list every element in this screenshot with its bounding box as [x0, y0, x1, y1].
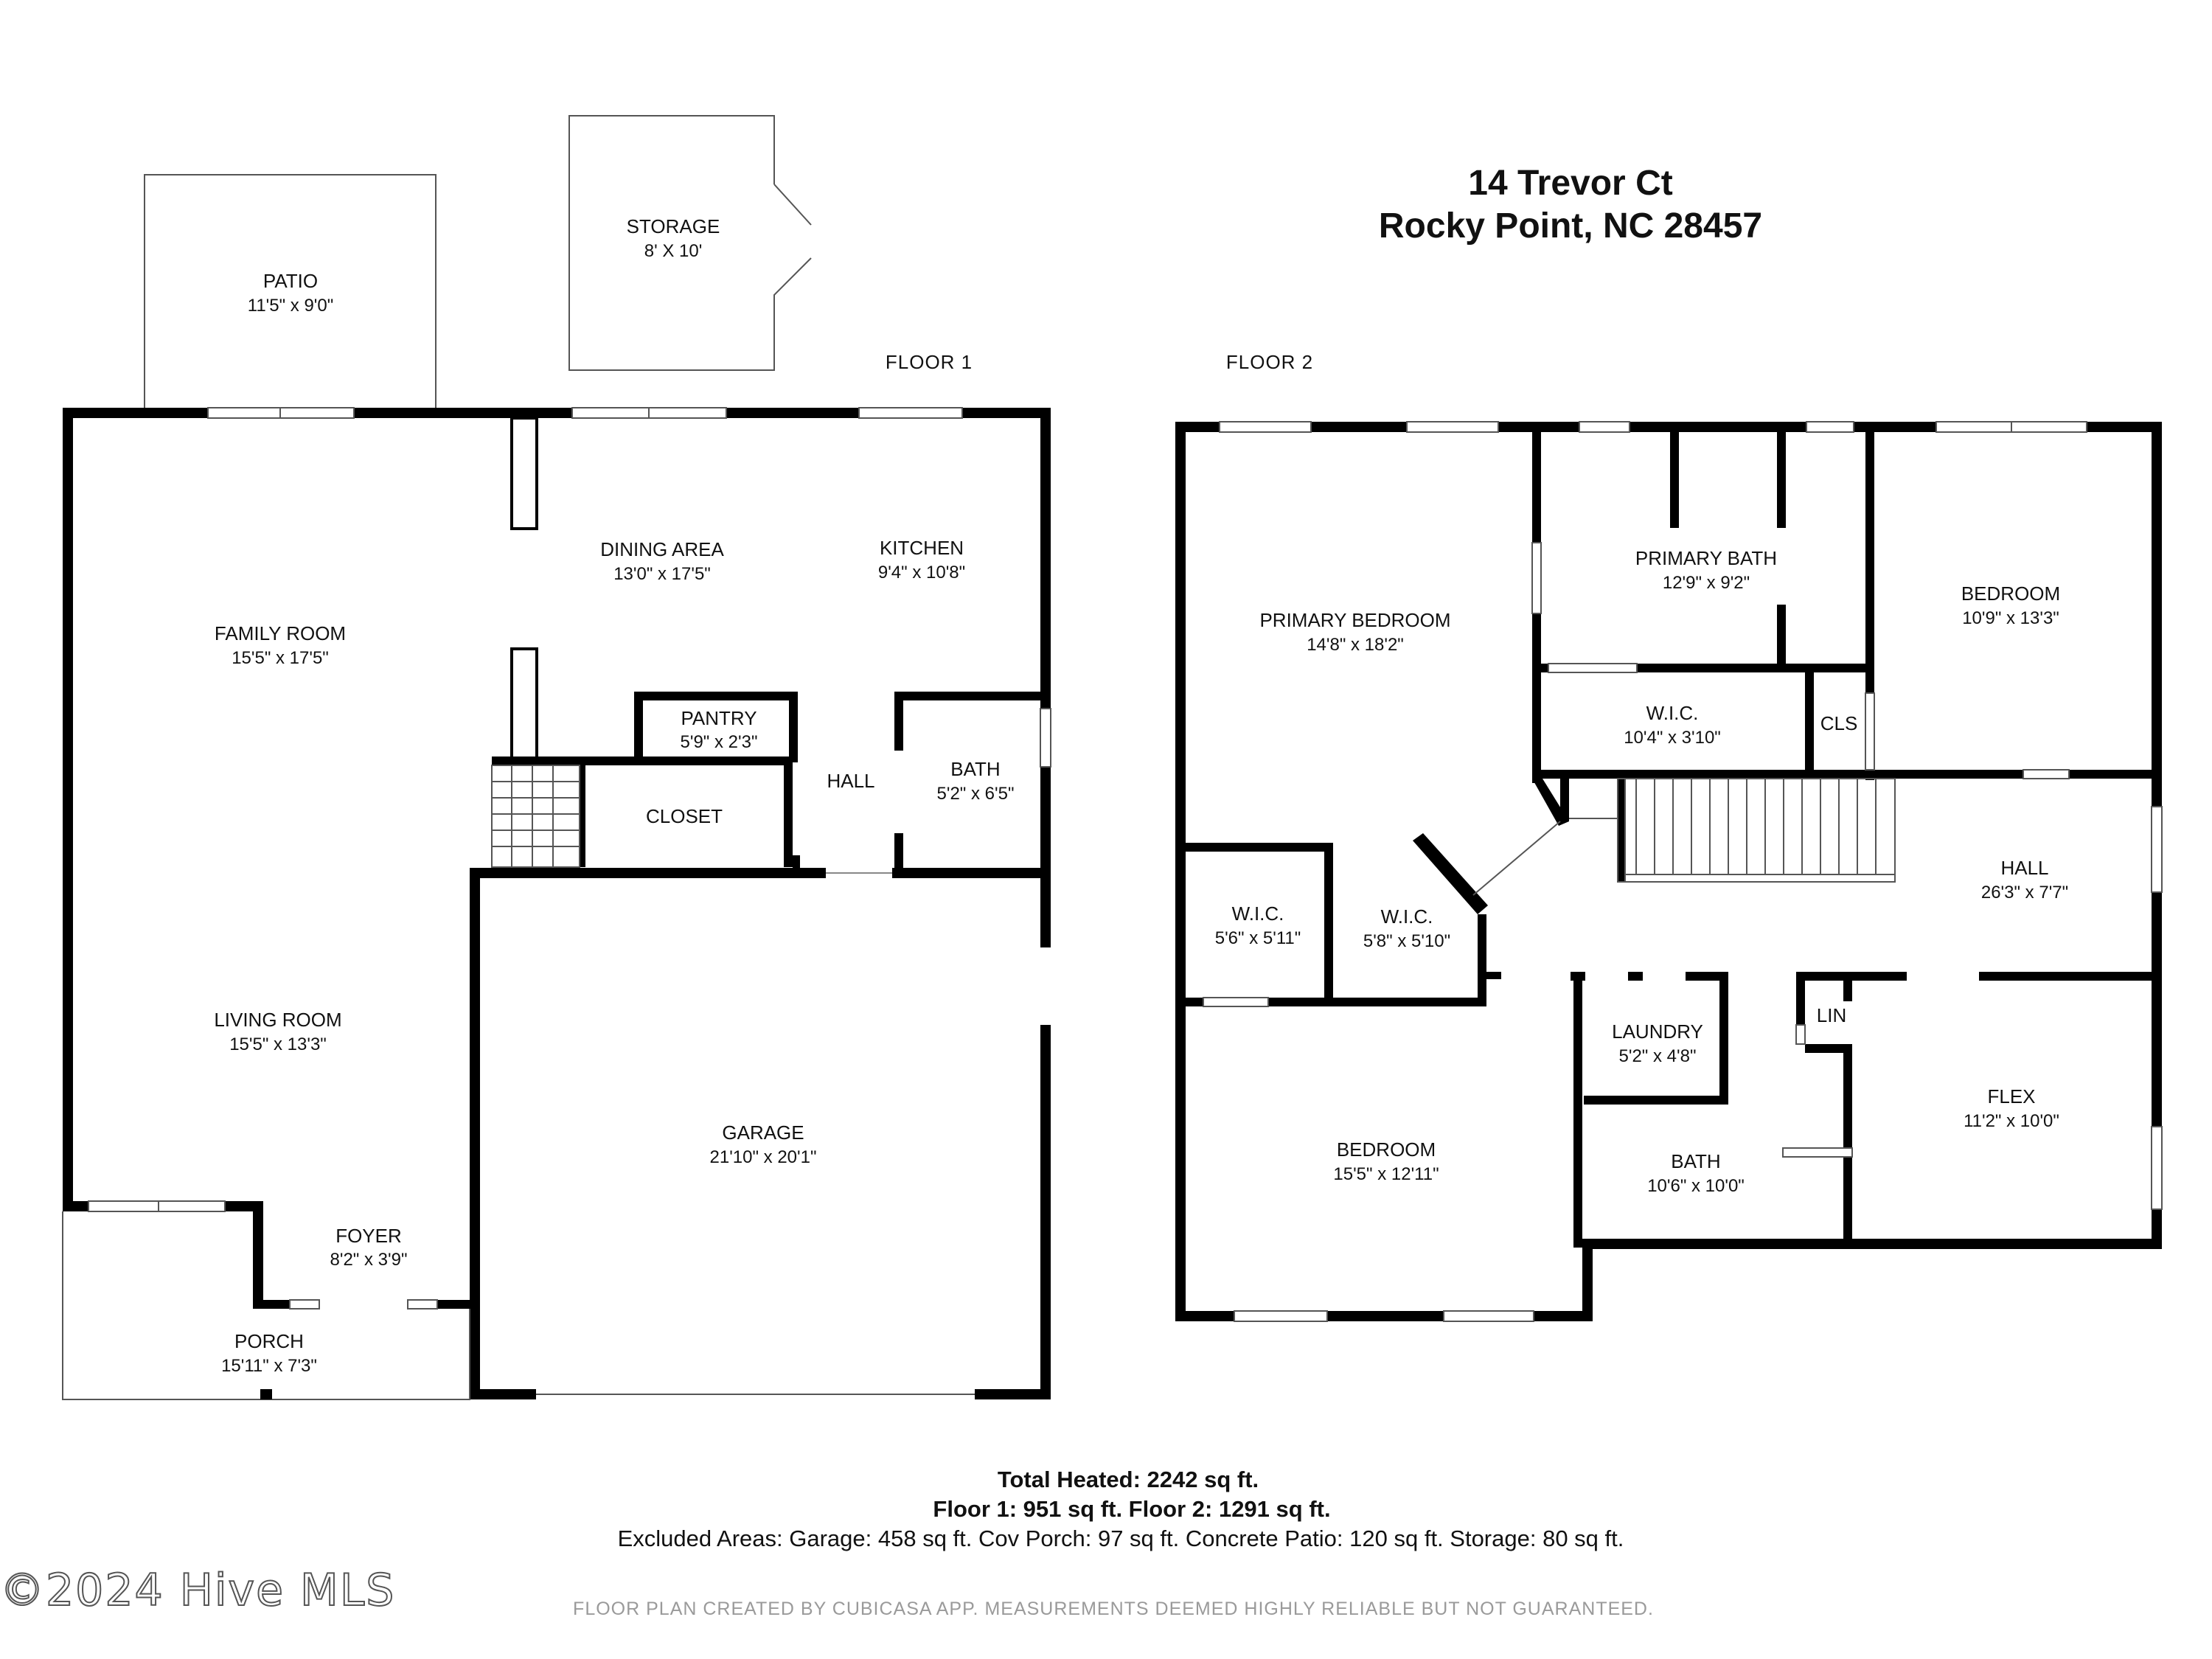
storage-outline: [568, 115, 812, 371]
wic-mid-dim: 5'8" x 5'10": [1363, 931, 1450, 951]
porch-dim: 15'11" x 7'3": [221, 1356, 317, 1376]
primary-bath-dim: 12'9" x 9'2": [1663, 573, 1750, 593]
floor-2-stairs: [1569, 778, 1896, 883]
porch-label: PORCH: [234, 1330, 304, 1352]
foyer-dim: 8'2" x 3'9": [330, 1250, 408, 1270]
family-room-label: FAMILY ROOM: [215, 622, 346, 644]
kitchen-label: KITCHEN: [880, 537, 964, 559]
family-room-dim: 15'5" x 17'5": [232, 648, 329, 668]
hall-dim-floor2: 26'3" x 7'7": [1981, 883, 2068, 902]
wic-top-dim: 10'4" x 3'10": [1624, 728, 1721, 748]
floor-1-walls: [63, 408, 1051, 1399]
bath-dim-floor1: 5'2" x 6'5": [937, 784, 1015, 804]
wic-left-dim: 5'6" x 5'11": [1215, 928, 1301, 948]
bath-label-floor1: BATH: [950, 758, 1000, 780]
kitchen-dim: 9'4" x 10'8": [878, 563, 965, 582]
floor-1-windows: [88, 407, 1051, 1310]
living-room-dim: 15'5" x 13'3": [229, 1034, 327, 1054]
floor-areas: Floor 1: 951 sq ft. Floor 2: 1291 sq ft.: [933, 1496, 1331, 1522]
dining-label: DINING AREA: [600, 538, 724, 560]
garage-label: GARAGE: [722, 1121, 804, 1144]
primary-bedroom-dim: 14'8" x 18'2": [1307, 635, 1404, 655]
living-room-label: LIVING ROOM: [214, 1009, 341, 1031]
garage-dim: 21'10" x 20'1": [710, 1147, 817, 1167]
diagonal-wall-stair: [1532, 779, 1569, 826]
foyer-label: FOYER: [335, 1225, 402, 1247]
address-line-2: Rocky Point, NC 28457: [1378, 206, 1763, 246]
pantry-label: PANTRY: [681, 707, 757, 729]
cls-label: CLS: [1820, 712, 1858, 734]
disclaimer-text: FLOOR PLAN CREATED BY CUBICASA APP. MEAS…: [573, 1599, 1654, 1619]
floor-1-plan: FLOOR 1 PATIO 11'5" x 9'0" STORAGE 8' X …: [62, 115, 1051, 1400]
laundry-dim: 5'2" x 4'8": [1619, 1046, 1697, 1066]
bedroom-ne-dim: 10'9" x 13'3": [1962, 608, 2059, 628]
floor-2-walls: [1175, 422, 2162, 1321]
primary-bath-label: PRIMARY BATH: [1635, 547, 1777, 569]
pantry-dim: 5'9" x 2'3": [681, 732, 758, 752]
area-totals: Total Heated: 2242 sq ft. Floor 1: 951 s…: [0, 1465, 2212, 1554]
bath-label-floor2: BATH: [1671, 1150, 1720, 1172]
closet-label: CLOSET: [646, 805, 723, 827]
floor-1-label: FLOOR 1: [886, 351, 973, 373]
total-heated: Total Heated: 2242 sq ft.: [997, 1467, 1259, 1492]
hall-label-floor1: HALL: [827, 770, 874, 792]
flex-dim: 11'2" x 10'0": [1964, 1111, 2059, 1131]
primary-bedroom-label: PRIMARY BEDROOM: [1259, 609, 1450, 631]
laundry-label: LAUNDRY: [1612, 1020, 1703, 1043]
dining-dim: 13'0" x 17'5": [613, 564, 711, 584]
patio-outline: [144, 174, 437, 413]
copyright-watermark: ©2024 Hive MLS: [0, 1564, 396, 1617]
excluded-areas: Excluded Areas: Garage: 458 sq ft. Cov P…: [617, 1526, 1624, 1551]
address-line-1: 14 Trevor Ct: [1468, 164, 1673, 203]
wic-mid-label: W.I.C.: [1381, 905, 1433, 928]
patio-label: PATIO: [263, 270, 318, 292]
hall-label-floor2: HALL: [2000, 857, 2048, 879]
lin-label: LIN: [1817, 1004, 1846, 1026]
diagonal-wall-wic: [1413, 833, 1488, 914]
bedroom-sw-dim: 15'5" x 12'11": [1333, 1164, 1439, 1184]
floor-2-windows: [1203, 421, 2163, 1322]
storage-dim: 8' X 10': [644, 241, 703, 261]
bedroom-sw-label: BEDROOM: [1337, 1138, 1436, 1161]
bath-vanity: [1782, 1147, 1853, 1158]
flex-label: FLEX: [1987, 1085, 2035, 1107]
storage-door: [773, 184, 812, 226]
patio-dim: 11'5" x 9'0": [248, 296, 334, 316]
storage-label: STORAGE: [627, 215, 720, 237]
wic-top-label: W.I.C.: [1646, 702, 1699, 724]
property-address: 14 Trevor Ct Rocky Point, NC 28457: [1239, 162, 1902, 248]
floor-1-stairs: [491, 765, 580, 868]
wic-left-label: W.I.C.: [1232, 902, 1284, 925]
bedroom-ne-label: BEDROOM: [1961, 582, 2060, 605]
bath-dim-floor2: 10'6" x 10'0": [1647, 1176, 1745, 1196]
floor-2-label: FLOOR 2: [1226, 351, 1313, 373]
floor-2-plan: FLOOR 2 PRIMARY BEDROOM 14'8" x 18'2" PR…: [1175, 351, 2163, 1322]
